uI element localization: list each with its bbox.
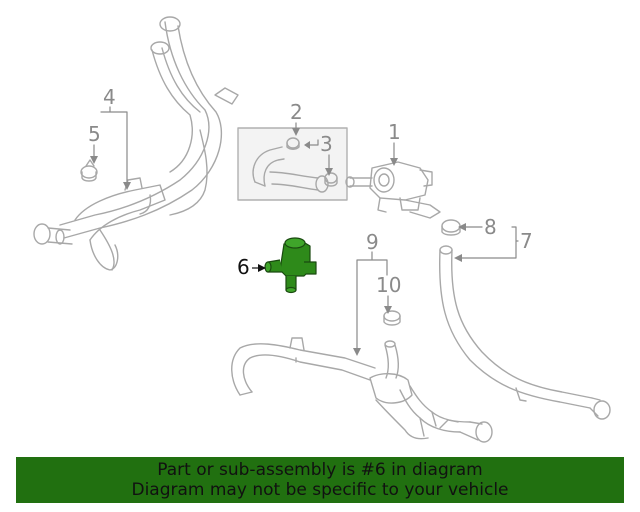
- part-2-hose[interactable]: [252, 137, 329, 193]
- part-6-highlighted-valve[interactable]: [264, 237, 317, 294]
- banner-line-1: Part or sub-assembly is #6 in diagram: [157, 460, 483, 480]
- part-9-hose-assembly[interactable]: [231, 337, 493, 443]
- leader-6: [252, 264, 266, 272]
- banner-line-2: Diagram may not be specific to your vehi…: [131, 480, 509, 500]
- part-10-clamp[interactable]: [383, 310, 401, 326]
- part-1-water-pump[interactable]: [345, 161, 441, 219]
- callout-3: 3: [320, 132, 333, 156]
- callout-8: 8: [484, 215, 497, 239]
- part-5-clamp[interactable]: [80, 159, 98, 182]
- callout-1: 1: [388, 120, 401, 144]
- callout-10: 10: [376, 273, 402, 297]
- callout-5: 5: [88, 122, 101, 146]
- callout-4: 4: [103, 85, 116, 109]
- callout-2: 2: [290, 100, 303, 124]
- callout-9: 9: [366, 230, 379, 254]
- callout-7: 7: [520, 229, 533, 253]
- leader-arrowheads: [90, 128, 466, 356]
- part-3-clamp[interactable]: [324, 172, 338, 187]
- part-8-clamp[interactable]: [441, 219, 461, 236]
- parts-diagram: [33, 16, 611, 443]
- leader-lines: [93, 106, 519, 353]
- callout-6: 6: [237, 255, 250, 279]
- part-4-hose-assembly[interactable]: [33, 16, 239, 271]
- part-7-hose[interactable]: [438, 245, 611, 420]
- info-banner: Part or sub-assembly is #6 in diagram Di…: [16, 457, 624, 503]
